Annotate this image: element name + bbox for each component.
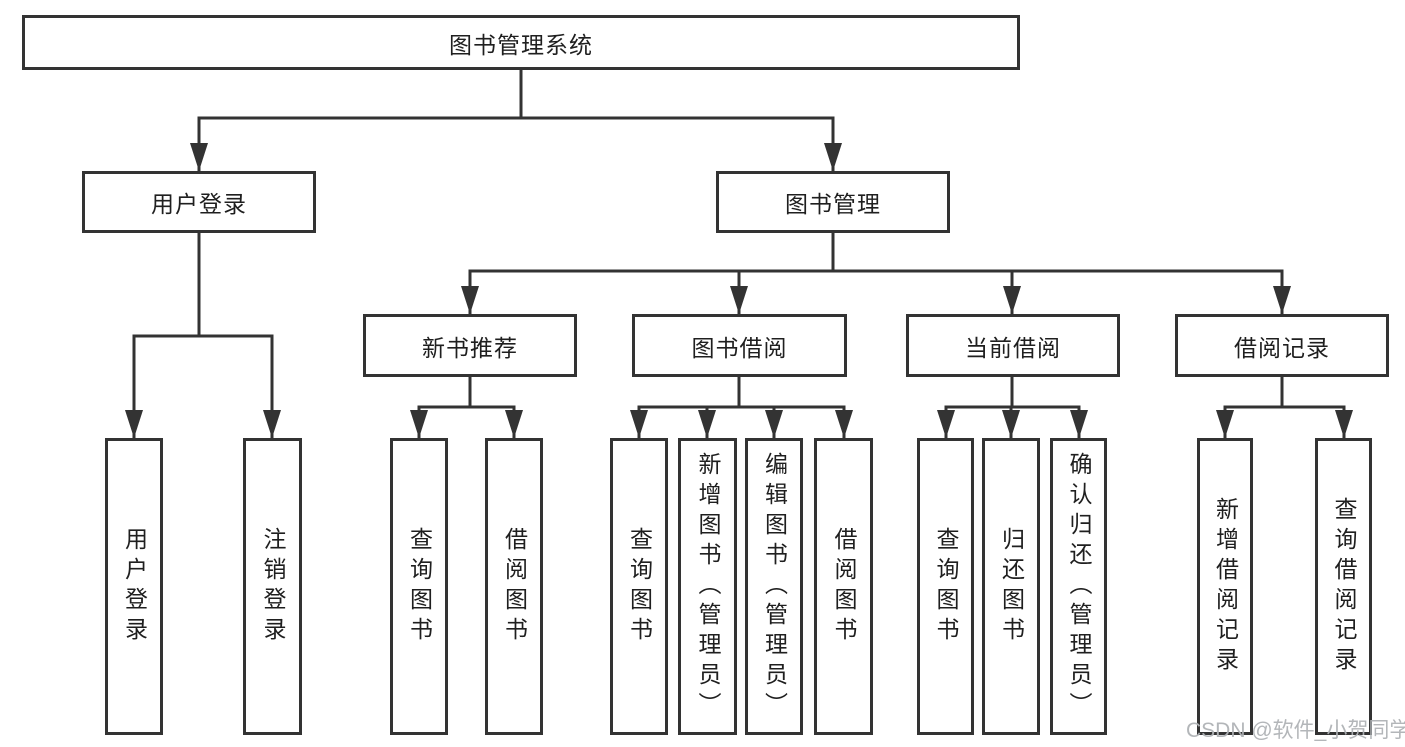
node-label-borrowing-records: 借阅记录 bbox=[1234, 334, 1330, 361]
node-label-cb-query-book: 查询图书 bbox=[933, 526, 959, 647]
node-box-cb-return-book: 归还图书 bbox=[982, 438, 1040, 735]
node-label-rec-borrow-book: 借阅图书 bbox=[501, 526, 528, 647]
node-label-current-borrowing: 当前借阅 bbox=[965, 334, 1061, 361]
node-box-br-add-record: 新增借阅记录 bbox=[1197, 438, 1253, 735]
node-label-bb-borrow-book: 借阅图书 bbox=[831, 526, 857, 647]
node-box-br-query-record: 查询借阅记录 bbox=[1315, 438, 1372, 735]
node-box-book-borrowing: 图书借阅 bbox=[632, 314, 847, 377]
node-box-cb-confirm-return-admin: 确认归还（管理员） bbox=[1050, 438, 1107, 735]
node-label-leaf-user-login: 用户登录 bbox=[121, 526, 148, 647]
node-box-bb-add-book-admin: 新增图书（管理员） bbox=[678, 438, 737, 735]
node-label-leaf-logout: 注销登录 bbox=[260, 526, 286, 647]
node-box-cb-query-book: 查询图书 bbox=[917, 438, 974, 735]
node-box-leaf-user-login: 用户登录 bbox=[105, 438, 163, 735]
node-label-cb-confirm-return-admin: 确认归还（管理员） bbox=[1066, 451, 1092, 722]
node-label-book-management: 图书管理 bbox=[785, 191, 881, 217]
node-box-borrowing-records: 借阅记录 bbox=[1175, 314, 1389, 377]
node-box-rec-query-book: 查询图书 bbox=[390, 438, 448, 735]
node-box-user-login-group: 用户登录 bbox=[82, 171, 316, 233]
node-label-br-add-record: 新增借阅记录 bbox=[1212, 496, 1239, 677]
watermark: CSDN @软件_小贺同学 bbox=[1186, 719, 1405, 742]
node-box-current-borrowing: 当前借阅 bbox=[906, 314, 1120, 377]
node-box-book-management: 图书管理 bbox=[716, 171, 950, 233]
node-label-cb-return-book: 归还图书 bbox=[998, 526, 1025, 647]
node-box-new-book-recommendation: 新书推荐 bbox=[363, 314, 577, 377]
node-box-bb-query-book: 查询图书 bbox=[610, 438, 668, 735]
node-label-rec-query-book: 查询图书 bbox=[406, 526, 433, 647]
node-label-new-book-recommendation: 新书推荐 bbox=[422, 334, 518, 361]
node-box-rec-borrow-book: 借阅图书 bbox=[485, 438, 543, 735]
node-box-bb-borrow-book: 借阅图书 bbox=[814, 438, 873, 735]
node-label-br-query-record: 查询借阅记录 bbox=[1331, 496, 1357, 677]
node-box-system-root: 图书管理系统 bbox=[22, 15, 1020, 70]
node-label-bb-edit-book-admin: 编辑图书（管理员） bbox=[761, 451, 788, 722]
node-label-bb-query-book: 查询图书 bbox=[626, 526, 653, 647]
node-label-system-root: 图书管理系统 bbox=[449, 31, 593, 58]
node-label-bb-add-book-admin: 新增图书（管理员） bbox=[695, 451, 721, 722]
node-box-bb-edit-book-admin: 编辑图书（管理员） bbox=[745, 438, 803, 735]
node-label-user-login-group: 用户登录 bbox=[151, 191, 247, 217]
node-box-leaf-logout: 注销登录 bbox=[243, 438, 302, 735]
node-label-book-borrowing: 图书借阅 bbox=[691, 334, 788, 361]
